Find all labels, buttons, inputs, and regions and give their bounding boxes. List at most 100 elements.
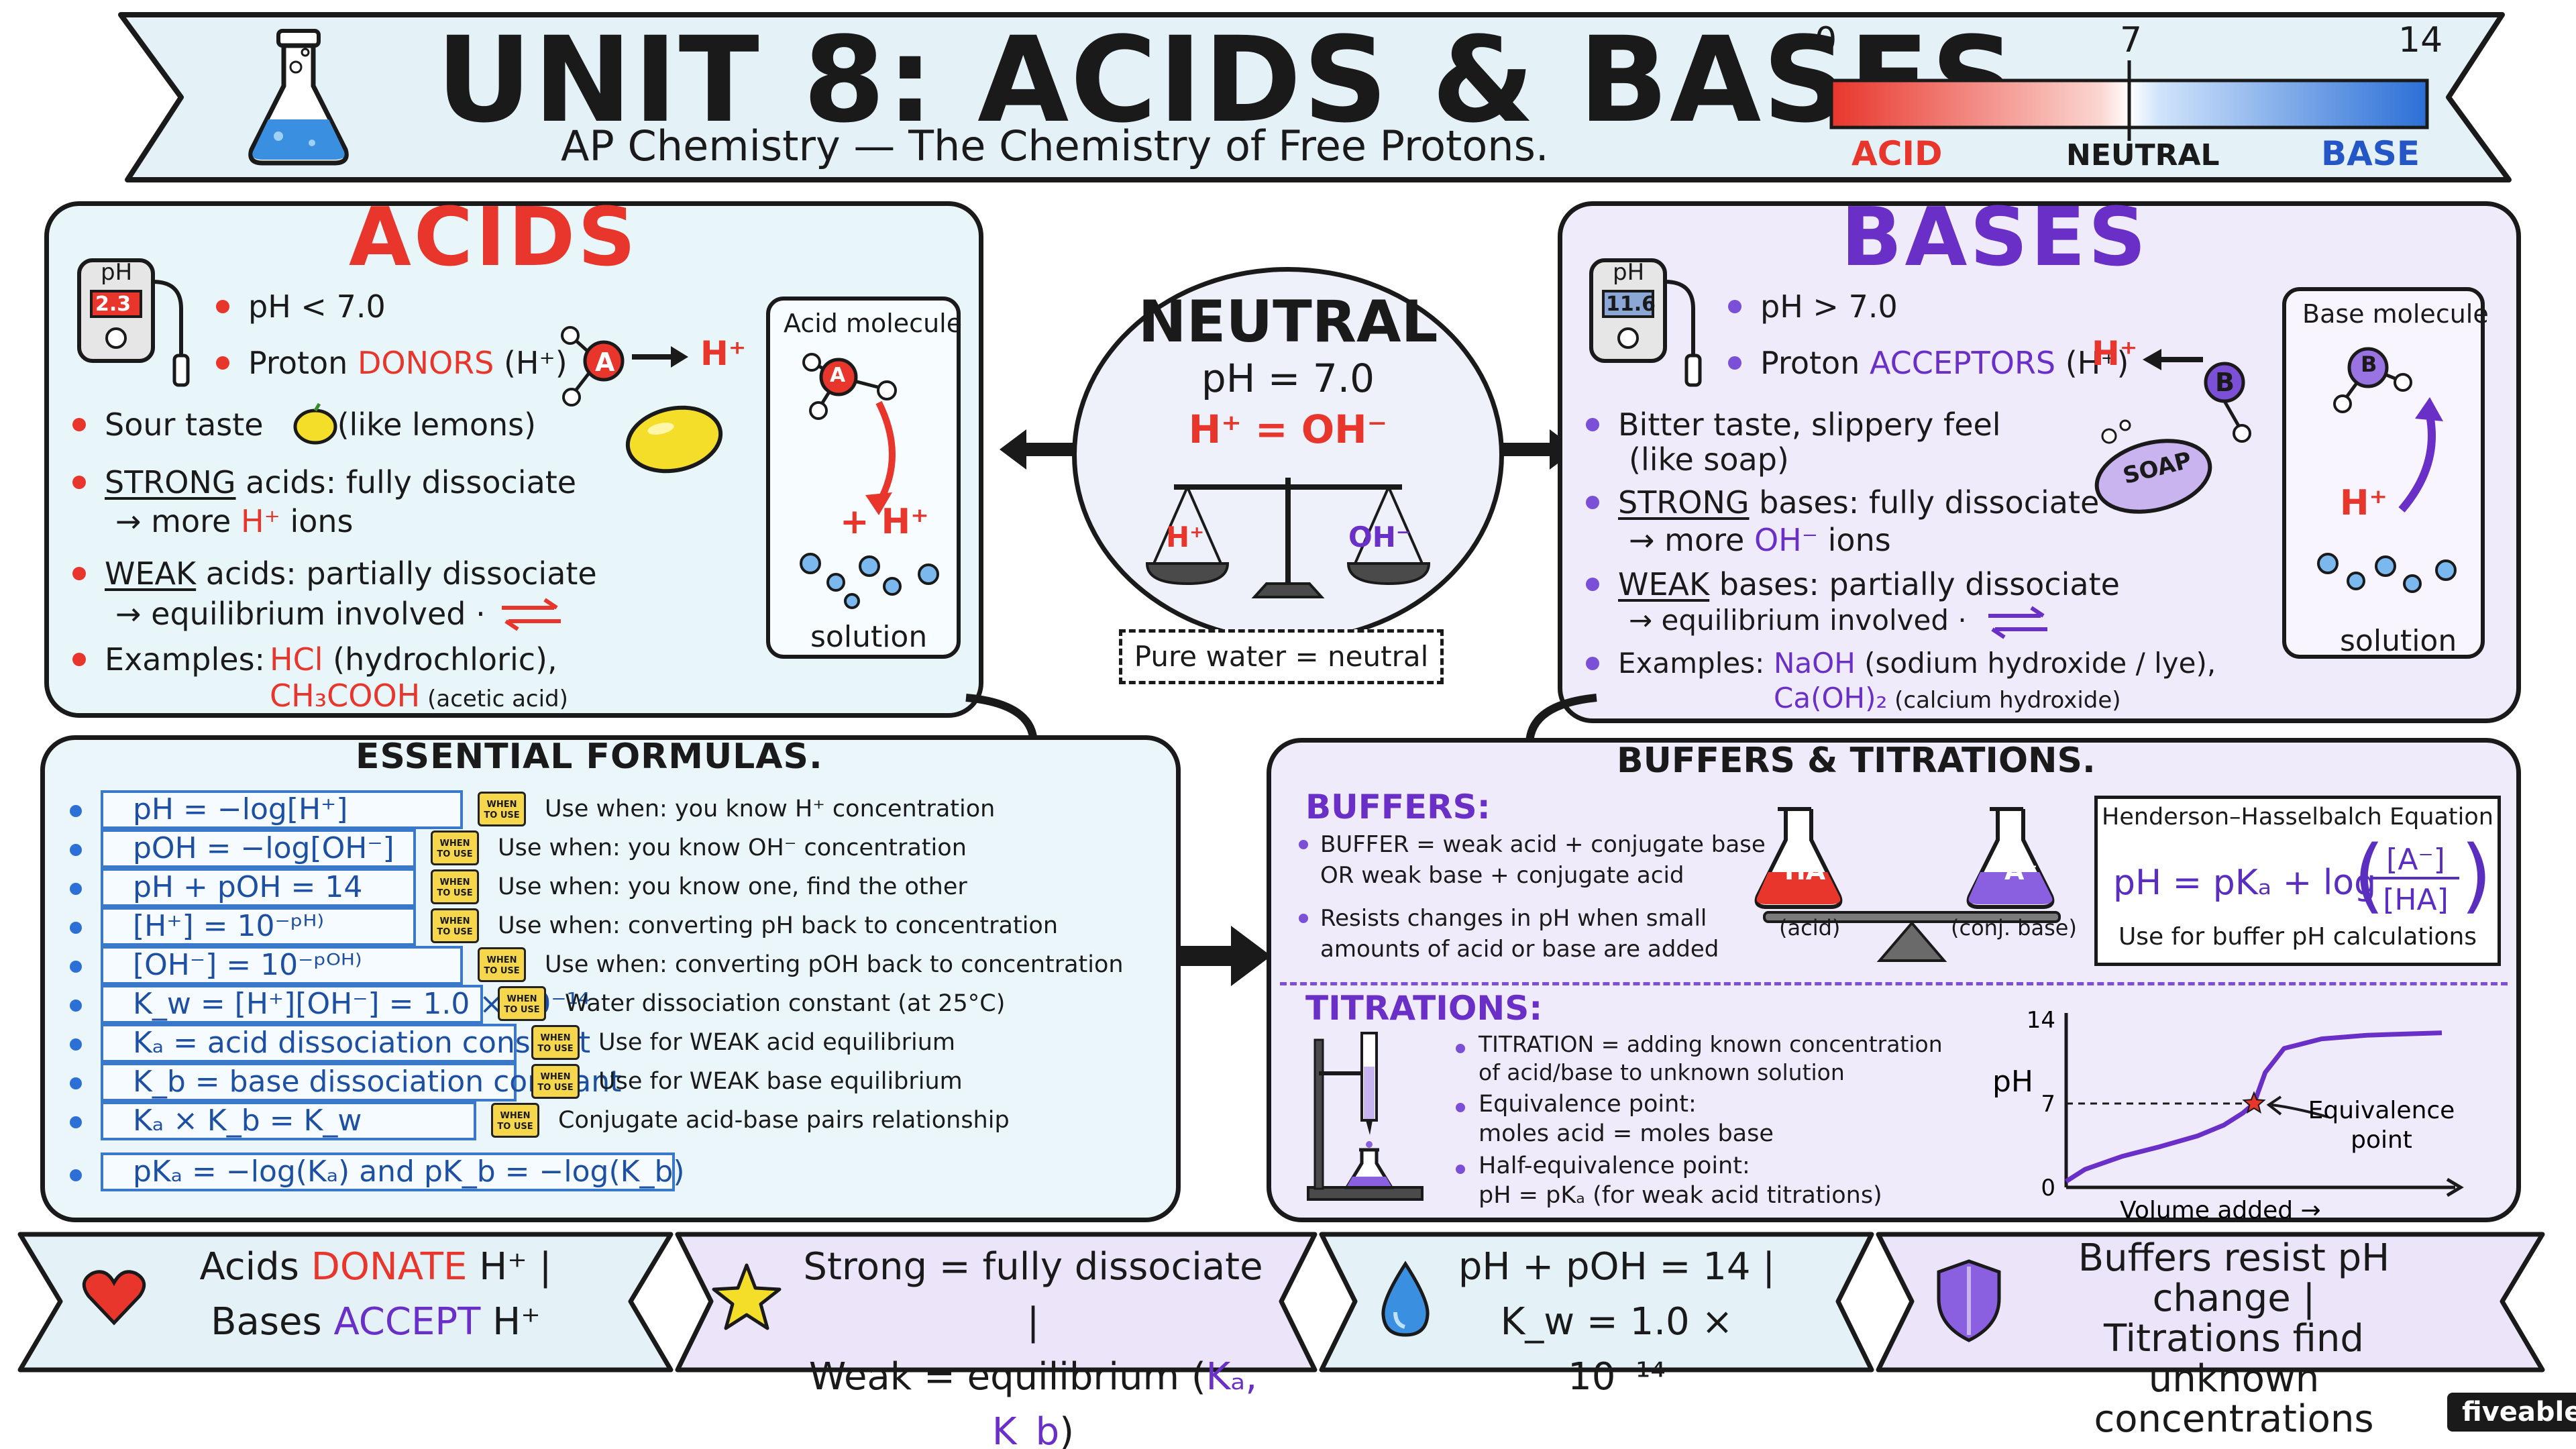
scale-label-base: BASE bbox=[2321, 134, 2420, 173]
acid-ph-row: pH < 7.0 bbox=[216, 287, 386, 326]
page-subtitle: AP Chemistry — The Chemistry of Free Pro… bbox=[561, 121, 1549, 170]
acid-strong-line2: → more H⁺ ions bbox=[115, 503, 354, 539]
flask-ha-label: HA bbox=[1784, 856, 1826, 885]
y-tick-label: 0 bbox=[2041, 1175, 2055, 1201]
flask-a-label: A⁻ bbox=[2004, 856, 2038, 885]
base-example-1: NaOH (sodium hydroxide / lye), bbox=[1774, 647, 2216, 680]
star-icon bbox=[712, 1263, 782, 1330]
y-tick-label: 7 bbox=[2041, 1091, 2055, 1118]
base-molecule-atom: B bbox=[2361, 352, 2377, 377]
footer-banner-2: Strong = fully dissociate | Weak = equil… bbox=[803, 1245, 1263, 1449]
base-mini-product: H⁺ bbox=[2092, 334, 2138, 373]
hh-numerator: [A⁻] bbox=[2372, 843, 2459, 879]
acid-examples-row: Examples: bbox=[72, 640, 265, 679]
formula-box: Kₐ × K_b = K_w bbox=[101, 1102, 476, 1140]
buffer-balance-icon bbox=[1754, 807, 2061, 962]
base-ph-row: pH > 7.0 bbox=[1728, 287, 1898, 326]
formula-box: pH = −log[H⁺] bbox=[101, 790, 463, 829]
formula-box: K_w = [H⁺][OH⁻] = 1.0 × 10⁻¹⁴ bbox=[101, 985, 590, 1024]
neutral-ph: pH = 7.0 bbox=[1201, 356, 1375, 401]
base-strong-line2: → more OH⁻ ions bbox=[1629, 522, 1891, 558]
bases-title: BASES bbox=[1841, 191, 2149, 284]
heart-icon bbox=[82, 1270, 146, 1326]
titrations-label: TITRATIONS: bbox=[1305, 989, 1543, 1028]
titration-bullet-2 bbox=[1456, 1103, 1465, 1112]
formula-usage: Use when: you know H⁺ concentration bbox=[545, 796, 996, 822]
equilibrium-arrows-icon bbox=[502, 598, 561, 631]
lemon-icon bbox=[293, 402, 337, 445]
burette-stand-icon bbox=[1307, 1032, 1424, 1201]
acid-example-2: CH₃COOH (acetic acid) bbox=[270, 678, 568, 714]
formula-box: pH + pOH = 14 bbox=[101, 868, 416, 907]
formula-box: K_b = base dissociation constant bbox=[101, 1063, 621, 1102]
base-example-2: Ca(OH)₂ (calcium hydroxide) bbox=[1774, 682, 2121, 714]
titration-bullet-3 bbox=[1456, 1165, 1465, 1174]
base-mini-atom: B bbox=[2215, 368, 2235, 397]
scale-label-neutral: NEUTRAL bbox=[2066, 138, 2220, 172]
formula-bullet bbox=[70, 922, 82, 934]
base-weak-line2: → equilibrium involved · bbox=[1629, 604, 1967, 637]
equivalence-point-marker bbox=[2242, 1091, 2266, 1114]
scale-tick-7: 7 bbox=[2120, 20, 2143, 60]
acid-molecule-diagram bbox=[800, 353, 939, 609]
y-axis-label: pH bbox=[1992, 1065, 2033, 1099]
base-meter-value: 11.6 bbox=[1606, 292, 1656, 316]
base-molecule-box bbox=[2282, 287, 2485, 659]
acid-dissociation-icon bbox=[561, 326, 688, 407]
buffers-divider bbox=[1280, 982, 2508, 985]
neutral-connector bbox=[1000, 429, 1576, 470]
ph-scale bbox=[1829, 60, 2429, 141]
brand-logo: fiveable bbox=[2447, 1393, 2576, 1432]
scale-label-acid: ACID bbox=[1851, 134, 1943, 173]
formulas-title: ESSENTIAL FORMULAS. bbox=[356, 737, 823, 777]
formula-usage: Use when: converting pOH back to concent… bbox=[545, 951, 1124, 978]
acid-weak-line2: → equilibrium involved · bbox=[115, 596, 486, 632]
acid-strong-row: STRONG acids: fully dissociate bbox=[72, 463, 576, 502]
formula-usage: Conjugate acid-base pairs relationship bbox=[558, 1107, 1010, 1134]
formula-bullet bbox=[70, 844, 82, 856]
base-solution-label: solution bbox=[2340, 624, 2457, 658]
y-tick-label: 14 bbox=[2027, 1007, 2055, 1034]
acid-proton-row: Proton DONORS (H⁺) bbox=[216, 343, 568, 382]
formula-bullet bbox=[70, 1038, 82, 1051]
annotation-arrowhead bbox=[2266, 1095, 2282, 1116]
hh-paren-left: ( bbox=[2353, 829, 2385, 922]
acid-taste-row: Sour taste(like lemons) bbox=[72, 405, 536, 444]
hh-paren-right: ) bbox=[2461, 829, 2492, 922]
acid-molecule-title: Acid molecule bbox=[784, 309, 963, 338]
base-examples-row: Examples: bbox=[1586, 644, 1764, 683]
hh-note: Use for buffer pH calculations bbox=[2118, 923, 2477, 951]
base-strong-row: STRONG bases: fully dissociate bbox=[1586, 483, 2099, 522]
footer-banner-4: Buffers resist pH change | Titrations fi… bbox=[2078, 1236, 2390, 1441]
formula-bullet bbox=[70, 961, 82, 973]
titration-bullet-1 bbox=[1456, 1044, 1465, 1053]
acid-weak-row: WEAK acids: partially dissociate bbox=[72, 554, 597, 593]
ph-meter-icon-base bbox=[1589, 258, 1702, 387]
acid-mini-product: H⁺ bbox=[700, 334, 747, 373]
buffers-section-title: BUFFERS & TITRATIONS. bbox=[1617, 741, 2096, 781]
acids-title: ACIDS bbox=[349, 191, 639, 284]
neutral-pan-right: OH⁻ bbox=[1348, 521, 1411, 553]
henderson-hasselbalch-box bbox=[2094, 796, 2501, 966]
acid-meter-label: pH bbox=[101, 259, 133, 286]
footer-banners bbox=[17, 1232, 2545, 1373]
hh-title: Henderson–Hasselbalch Equation bbox=[2102, 804, 2493, 830]
acid-molecule-atom: A bbox=[830, 364, 846, 387]
formula-bullet bbox=[70, 1169, 82, 1181]
hh-denominator: [HA] bbox=[2383, 883, 2449, 917]
scale-tick-0: 0 bbox=[1815, 20, 1837, 60]
formula-pka-box: pKₐ = −log(Kₐ) and pK_b = −log(K_b) bbox=[101, 1152, 685, 1191]
formula-usage: Use for WEAK acid equilibrium bbox=[598, 1029, 955, 1056]
formula-usage: Use for WEAK base equilibrium bbox=[598, 1068, 963, 1095]
base-molecule-diagram bbox=[2317, 347, 2457, 593]
